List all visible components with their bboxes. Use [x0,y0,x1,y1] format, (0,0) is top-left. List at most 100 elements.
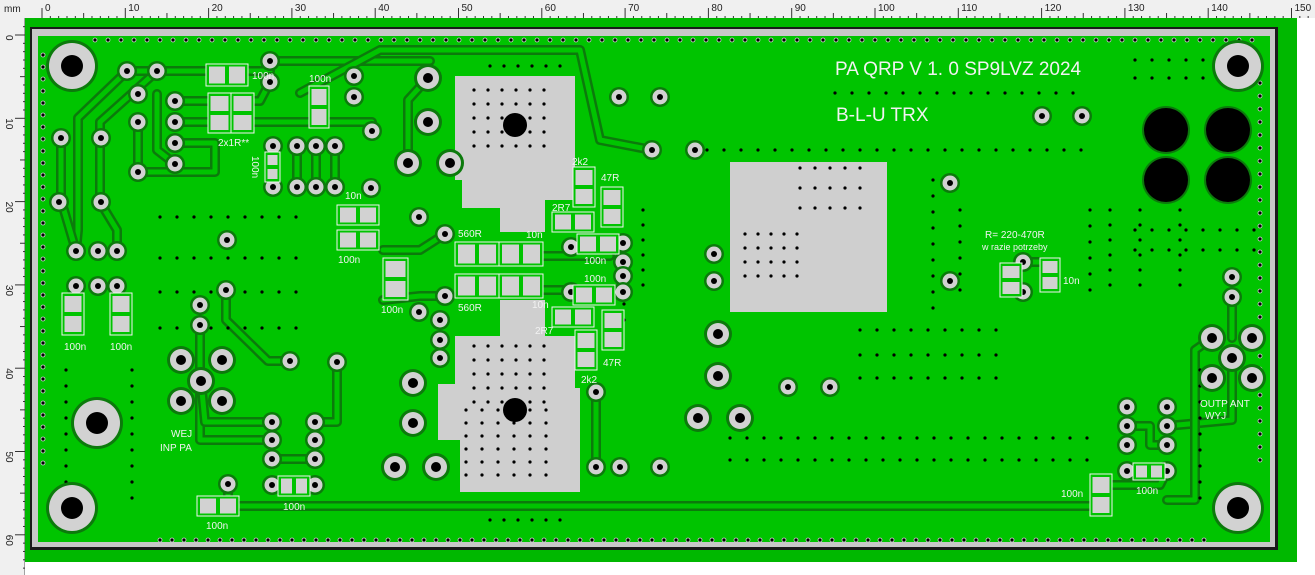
ruler-x-label: 30 [295,3,307,14]
note-if-needed: w razie potrzeby [981,242,1048,252]
pad-drill [657,94,663,100]
via [41,437,45,441]
smd-pad [360,232,376,248]
via [794,538,798,542]
via [535,38,539,42]
via [1166,538,1170,542]
pad-drill [437,317,443,323]
via [314,538,318,542]
pad-drill [713,329,723,339]
via [457,38,461,42]
via [41,341,45,345]
via [366,38,370,42]
large-hole [1206,108,1250,152]
via [1218,228,1222,232]
via [641,208,645,212]
via [226,256,230,260]
via [977,148,981,152]
via [943,148,947,152]
via [1079,148,1083,152]
via [966,458,970,462]
pad-drill [711,251,717,257]
via [528,386,532,390]
via [243,290,247,294]
smd-pad [229,66,245,84]
pad-drill [56,199,62,205]
via [1034,458,1038,462]
via [170,538,174,542]
via [909,353,913,357]
via [472,144,476,148]
via [1198,480,1202,484]
via [858,206,862,210]
via [858,148,862,152]
via [926,353,930,357]
via [931,242,935,246]
via [925,38,929,42]
smd-component [551,306,595,328]
via [966,436,970,440]
via [1054,91,1058,95]
smd-component [336,204,380,226]
smd-pad [267,155,278,165]
via [875,148,879,152]
label-560r-bot: 560R [458,303,482,314]
via [1028,148,1032,152]
via [850,91,854,95]
via [422,538,426,542]
via [544,473,548,477]
via [931,210,935,214]
via [650,538,654,542]
via [362,538,366,542]
via [41,293,45,297]
via [434,538,438,542]
via [938,538,942,542]
via [858,186,862,190]
via [779,458,783,462]
via [64,400,68,404]
via [158,215,162,219]
via [990,38,994,42]
via [983,436,987,440]
via [1258,185,1262,189]
via [528,408,532,412]
smd-pad [575,189,593,204]
via [41,101,45,105]
via [528,344,532,348]
via [1108,253,1112,257]
via [1178,268,1182,272]
smd-pad [458,244,475,264]
via [994,328,998,332]
via [1068,436,1072,440]
via [130,480,134,484]
via [500,116,504,120]
via [542,130,546,134]
via [1138,283,1142,287]
via [1198,432,1202,436]
pad-drill [313,143,319,149]
via [770,538,774,542]
pad-drill [269,482,275,488]
pad-drill [431,462,441,472]
smd-component [1132,462,1166,481]
via [41,113,45,117]
via [512,421,516,425]
via [518,538,522,542]
smd-component [576,233,620,255]
ruler-y-label: 10 [3,118,14,130]
via [542,538,546,542]
smd-pad [200,498,216,514]
via [1017,458,1021,462]
via [931,290,935,294]
pad-drill [172,98,178,104]
via [542,386,546,390]
via [847,38,851,42]
via [1198,400,1202,404]
via [472,372,476,376]
via [665,38,669,42]
via [756,38,760,42]
large-hole [1144,158,1188,202]
via [674,538,678,542]
via [1258,458,1262,462]
